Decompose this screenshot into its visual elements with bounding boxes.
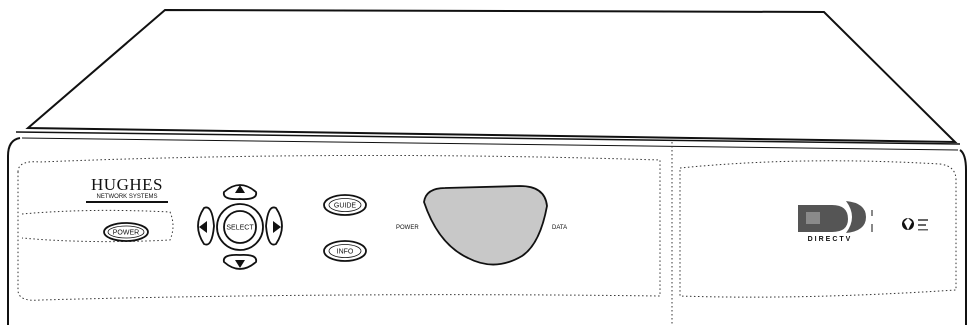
front-panel-top-edge — [21, 137, 959, 151]
directv-logo: DIRECTV — [798, 201, 873, 243]
emblem-icon — [902, 218, 928, 231]
power-button-label: POWER — [113, 230, 139, 237]
select-button[interactable]: SELECT — [216, 203, 264, 251]
arrow-up-icon — [235, 185, 245, 193]
lid-edge-line — [15, 131, 961, 145]
info-button-label: INFO — [337, 249, 354, 256]
arrow-left-icon — [199, 221, 207, 233]
arrow-down-icon — [235, 260, 245, 268]
receiver-front-panel — [7, 137, 967, 325]
up-button[interactable] — [222, 184, 258, 201]
arrow-right-icon — [273, 221, 281, 233]
brand-subtitle: NETWORK SYSTEMS — [96, 194, 157, 200]
directv-logo-text: DIRECTV — [808, 236, 853, 243]
guide-button[interactable]: GUIDE — [323, 194, 367, 216]
power-button[interactable]: POWER — [103, 222, 149, 242]
right-button[interactable] — [265, 206, 283, 246]
brand-logo: HUGHES — [91, 175, 163, 194]
down-button[interactable] — [222, 253, 258, 270]
info-button[interactable]: INFO — [323, 240, 367, 262]
left-strip-dotted-frame — [21, 209, 174, 243]
direction-pad: SELECT — [197, 184, 283, 270]
receiver-top-panel — [25, 8, 958, 144]
display-window — [423, 185, 548, 266]
select-button-label: SELECT — [226, 225, 254, 232]
display-label-left: POWER — [396, 225, 419, 231]
left-button[interactable] — [197, 206, 215, 246]
guide-button-label: GUIDE — [334, 203, 357, 210]
display-label-right: DATA — [552, 225, 567, 231]
right-inset-dotted-frame — [679, 160, 957, 298]
